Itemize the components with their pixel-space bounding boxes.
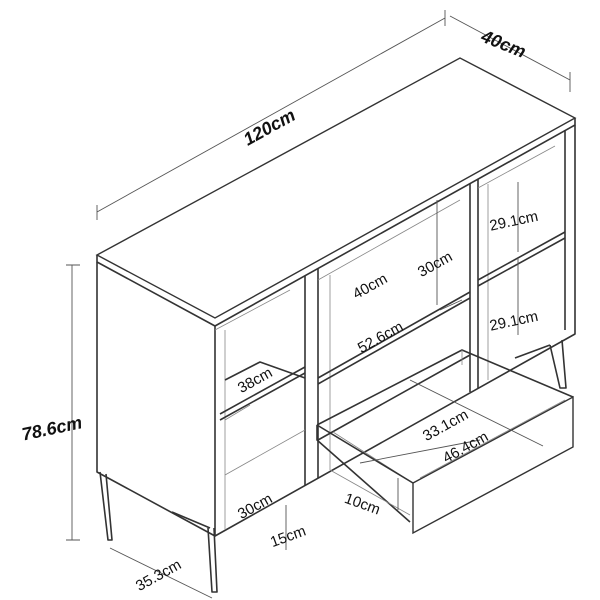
- left-shelf: [219, 361, 306, 421]
- dimension-lines: [66, 10, 571, 599]
- vertical-dividers: [304, 179, 479, 486]
- legs: [99, 339, 567, 593]
- right-shelves: [477, 231, 566, 287]
- open-drawer: [316, 349, 574, 535]
- inner-edges: [214, 145, 556, 530]
- front-bottom-edge: [214, 125, 576, 537]
- closed-drawer: [317, 291, 471, 441]
- left-side-panel: [96, 262, 216, 537]
- top-slab: [95, 57, 577, 327]
